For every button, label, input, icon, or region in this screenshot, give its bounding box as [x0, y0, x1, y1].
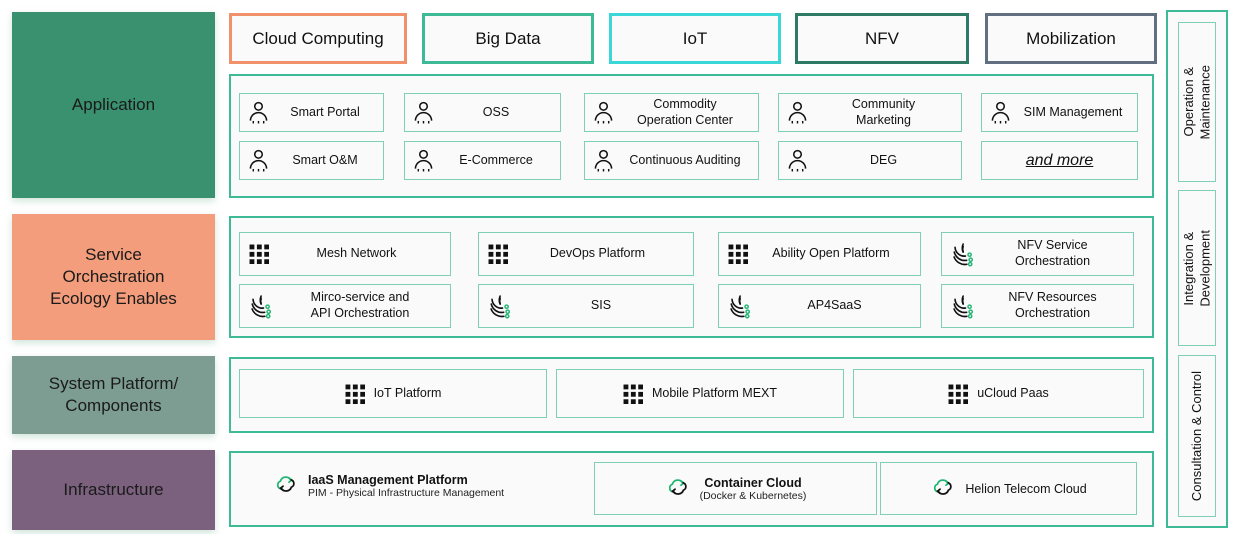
service-item-mesh-network[interactable]: Mesh Network [239, 232, 451, 276]
infra-item-container-cloud[interactable]: Container Cloud (Docker & Kubernetes) [594, 462, 877, 515]
tag-chip-big-data[interactable]: Big Data [422, 13, 594, 64]
app-item-label: E-Commerce [459, 152, 533, 167]
layer-label-system-platform: System Platform/Components [12, 356, 215, 434]
orchestration-icon [953, 242, 974, 267]
platform-item-iot-platform[interactable]: IoT Platform [239, 369, 547, 418]
orchestration-icon [490, 294, 511, 319]
infra-item-subtitle: (Docker & Kubernetes) [699, 489, 807, 502]
cloud-icon [668, 478, 687, 495]
grid-dots-icon [488, 244, 508, 264]
app-item-label: Continuous Auditing [629, 152, 741, 167]
infra-item-iaas-management-platform[interactable]: IaaS Management Platform PIM - Physical … [272, 462, 572, 510]
grid-dots-icon [728, 244, 748, 264]
platform-item-ucloud-paas[interactable]: uCloud Paas [853, 369, 1144, 418]
side-rail-item-integration-development[interactable]: Integration & Development [1178, 190, 1216, 346]
person-icon [788, 101, 807, 124]
side-rail-label: Integration & Development [1180, 229, 1212, 307]
tag-chip-iot[interactable]: IoT [609, 13, 781, 64]
app-item-label: DEG [869, 152, 898, 167]
cloud-icon [276, 476, 295, 492]
grid-dots-icon [623, 384, 643, 404]
person-icon [414, 149, 433, 172]
person-icon [594, 149, 613, 172]
tag-chip-nfv[interactable]: NFV [795, 13, 969, 64]
infra-item-helion-telecom-cloud[interactable]: Helion Telecom Cloud [880, 462, 1137, 515]
side-rail-item-operation-maintenance[interactable]: Operation & Maintenance [1178, 22, 1216, 182]
layer-label-application: Application [12, 12, 215, 198]
person-icon [414, 101, 433, 124]
tag-chip-mobilization[interactable]: Mobilization [985, 13, 1157, 64]
service-item-label: Ability Open Platform [772, 246, 890, 261]
infra-item-label: Container Cloud [704, 475, 802, 490]
infra-item-label: IaaS Management Platform [308, 473, 468, 487]
service-item-devops-platform[interactable]: DevOps Platform [478, 232, 694, 276]
tag-chip-label: Cloud Computing [252, 28, 384, 48]
app-item-and-more[interactable]: and more [981, 141, 1138, 180]
app-item-label: Smart Portal [290, 104, 360, 119]
person-icon [788, 149, 807, 172]
app-item-e-commerce[interactable]: E-Commerce [404, 141, 561, 180]
layer-label-text: Infrastructure [63, 480, 164, 500]
infra-item-subtitle: PIM - Physical Infrastructure Management [308, 487, 505, 499]
person-icon [249, 149, 268, 172]
app-item-oss[interactable]: OSS [404, 93, 561, 132]
app-item-smart-portal[interactable]: Smart Portal [239, 93, 384, 132]
tag-chip-label: Big Data [475, 28, 541, 48]
app-item-deg[interactable]: DEG [778, 141, 962, 180]
tag-chip-label: NFV [865, 28, 899, 48]
app-item-smart-o-m[interactable]: Smart O&M [239, 141, 384, 180]
layer-label-text: Application [71, 95, 156, 115]
orchestration-icon [953, 294, 974, 319]
side-rail-item-consultation-control[interactable]: Consultation & Control [1178, 355, 1216, 517]
service-item-ability-open-platform[interactable]: Ability Open Platform [718, 232, 921, 276]
platform-item-label: IoT Platform [373, 385, 442, 400]
tag-chip-label: IoT [682, 28, 708, 48]
service-item-sis[interactable]: SIS [478, 284, 694, 328]
platform-item-label: Mobile Platform MEXT [651, 385, 778, 400]
orchestration-icon [251, 294, 272, 319]
person-icon [594, 101, 613, 124]
cloud-icon [934, 478, 953, 495]
service-item-label: Mesh Network [316, 246, 397, 261]
grid-dots-icon [249, 244, 269, 264]
layer-label-text: System Platform/Components [48, 374, 179, 415]
app-item-continuous-auditing[interactable]: Continuous Auditing [584, 141, 759, 180]
grid-dots-icon [345, 384, 365, 404]
service-item-label: DevOps Platform [549, 246, 646, 261]
app-item-label: SIM Management [1023, 104, 1123, 119]
app-item-label: and more [1025, 151, 1094, 169]
side-rail-label: Operation & Maintenance [1180, 64, 1212, 140]
grid-dots-icon [948, 384, 969, 404]
person-icon [991, 101, 1010, 124]
service-item-label: AP4SaaS [807, 298, 862, 313]
side-rail-label: Consultation & Control [1188, 370, 1204, 502]
person-icon [249, 101, 268, 124]
app-item-label: OSS [482, 104, 510, 119]
app-item-sim-management[interactable]: SIM Management [981, 93, 1138, 132]
layer-label-infrastructure: Infrastructure [12, 450, 215, 530]
service-item-ap4saas[interactable]: AP4SaaS [718, 284, 921, 328]
app-item-label: Smart O&M [292, 152, 358, 167]
orchestration-icon [730, 294, 751, 319]
tag-chip-label: Mobilization [1026, 28, 1116, 48]
tag-chip-cloud-computing[interactable]: Cloud Computing [229, 13, 407, 64]
platform-item-label: uCloud Paas [977, 385, 1049, 400]
infra-item-label: Helion Telecom Cloud [965, 481, 1087, 496]
service-item-label: SIS [590, 298, 612, 313]
platform-item-mobile-platform-mext[interactable]: Mobile Platform MEXT [556, 369, 844, 418]
